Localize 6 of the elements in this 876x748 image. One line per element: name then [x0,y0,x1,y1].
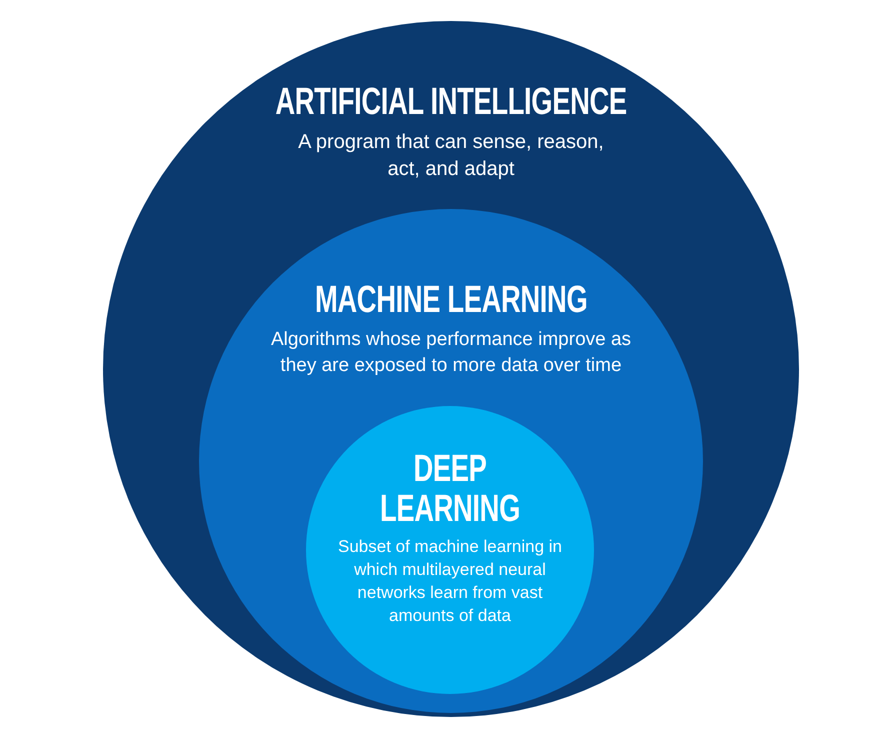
heading: MACHINE LEARNING [314,281,588,321]
description: Subset of machine learning in which multilayered neural networks learn from vast amounts of data [337,536,563,627]
description: Algorithms whose performance improve as they are exposed to more data over time [270,328,632,378]
description: A program that can sense, reason, act, and adapt [297,130,605,182]
heading: DEEP LEARNING [379,450,521,530]
heading: ARTIFICIAL INTELLIGENCE [275,83,627,123]
